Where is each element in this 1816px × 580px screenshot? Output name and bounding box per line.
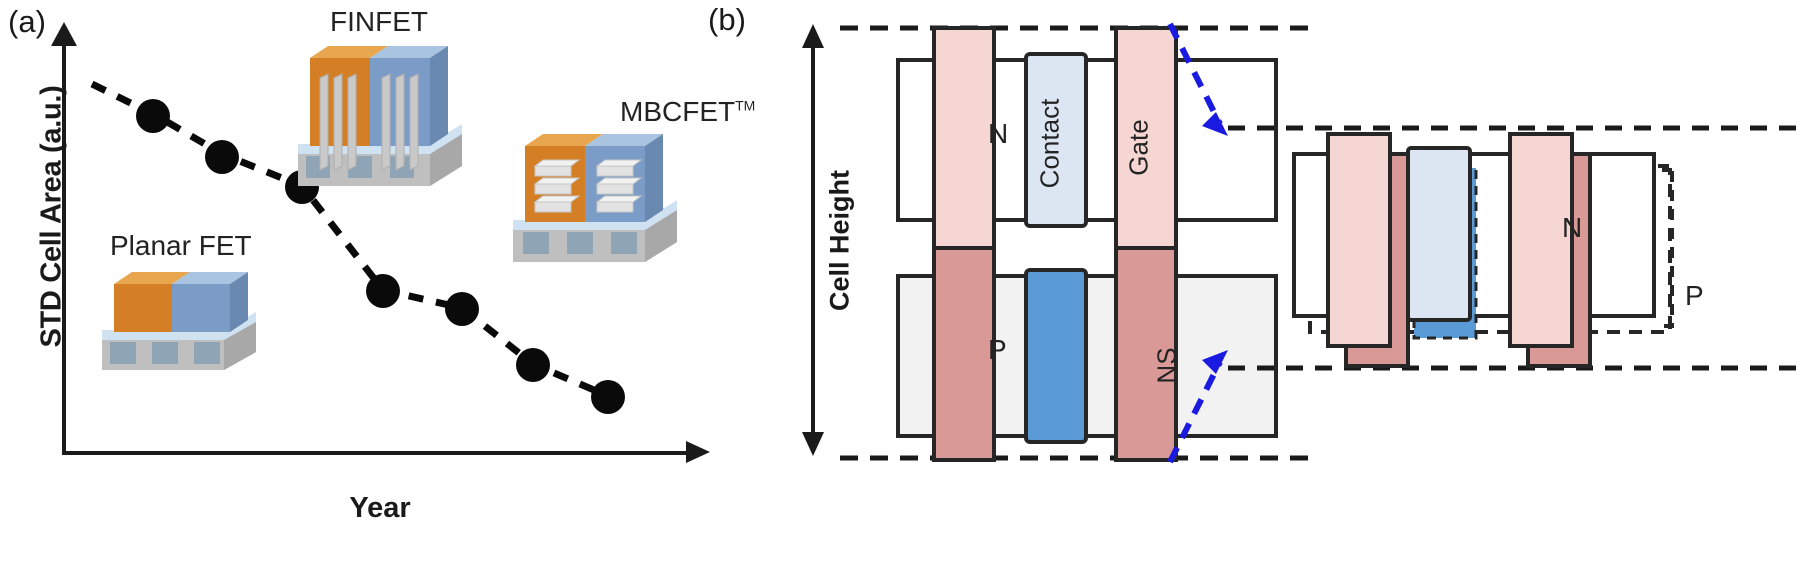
mbcfet-label-text: MBCFET xyxy=(620,96,736,127)
x-axis-arrowhead xyxy=(686,441,710,463)
cell-layout-drawing xyxy=(840,25,1320,462)
contact-stripe-label: Contact xyxy=(1034,98,1065,189)
panel-a-letter: (a) xyxy=(8,4,46,39)
callout-arrows xyxy=(1167,22,1228,464)
panel-b-cell-layout: (b) Cell Height N P Contact Gate NS xyxy=(700,0,1816,580)
mbcfet-label: MBCFETTM xyxy=(620,96,755,128)
stacked-p-label: P xyxy=(1685,280,1704,311)
x-axis-label: Year xyxy=(349,492,411,524)
stacked-cell-drawing xyxy=(1228,125,1796,371)
cell-height-arrow xyxy=(802,24,824,456)
data-point-7 xyxy=(591,380,625,414)
n-row-label: N xyxy=(988,118,1009,149)
y-axis-arrowhead xyxy=(51,22,77,46)
planar-fet-label: Planar FET xyxy=(110,230,252,261)
panel-a-chart: (a) STD Cell Area (a.u.) Year Planar FET xyxy=(0,0,760,580)
data-point-2 xyxy=(205,140,239,174)
gate-stripe-label: Gate xyxy=(1123,119,1154,176)
stacked-n-label: N xyxy=(1562,212,1583,243)
mbcfet-illustration xyxy=(505,132,695,272)
mbcfet-trademark: TM xyxy=(735,97,756,114)
data-point-4 xyxy=(366,274,400,308)
p-row-label: P xyxy=(988,334,1007,365)
data-point-1 xyxy=(136,99,170,133)
x-axis-line xyxy=(62,451,692,455)
y-axis-line xyxy=(62,40,66,455)
finfet-label: FINFET xyxy=(330,6,428,37)
data-point-6 xyxy=(516,348,550,382)
y-axis-label: STD Cell Area (a.u.) xyxy=(35,85,68,348)
panel-b-letter: (b) xyxy=(708,2,746,37)
finfet-illustration xyxy=(290,44,480,194)
planar-fet-illustration xyxy=(96,268,276,374)
data-point-5 xyxy=(445,292,479,326)
